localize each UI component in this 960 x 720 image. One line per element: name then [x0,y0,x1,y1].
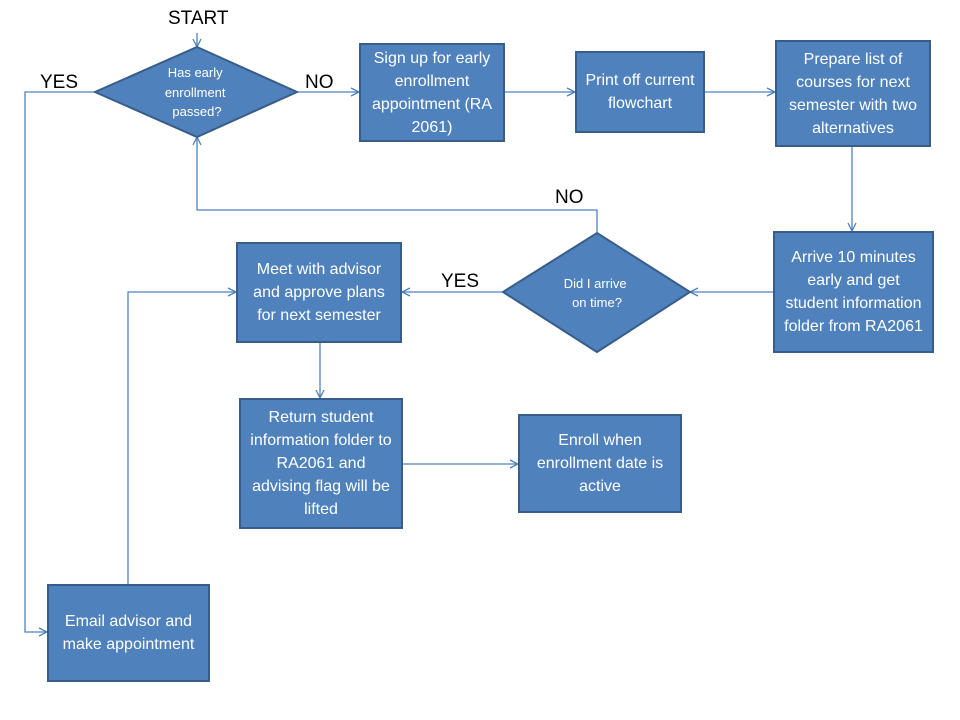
decision-ontime-line-2: on time? [572,295,622,310]
box-print-flowchart: Print off current flowchart [575,51,705,133]
box-return-folder: Return student information folder to RA2… [239,398,403,529]
yes-label-early: YES [40,72,79,93]
arrow-decision-yes-to-email [24,91,95,632]
arrow-email-to-meet [127,292,236,584]
box-enroll: Enroll when enrollment date is active [518,414,682,513]
decision-early-line-1: Has early [168,65,223,80]
no-label-early: NO [305,72,334,93]
box-email-advisor: Email advisor and make appointment [47,584,210,682]
arrow-ontime-no-loop [197,137,598,233]
yes-label-ontime: YES [441,271,480,292]
svg-text:Has early enrollment: Has early enrollment passed? [165,65,229,119]
decision-arrive-on-time: Did I arrive on time? [501,231,692,354]
decision-early-line-2: enrollment [165,85,226,100]
box-prepare-course-list: Prepare list of courses for next semeste… [775,40,931,147]
decision-ontime-line-1: Did I arrive [564,276,627,291]
no-label-ontime: NO [555,187,584,208]
start-label: START [168,8,229,29]
box-signup-appointment: Sign up for early enrollment appointment… [359,43,505,142]
decision-early-enrollment: Has early enrollment passed? [92,45,300,139]
box-arrive-early: Arrive 10 minutes early and get student … [773,231,934,353]
box-meet-advisor: Meet with advisor and approve plans for … [236,242,402,343]
decision-early-line-3: passed? [172,104,221,119]
svg-text:Did I arrive on time?: Did I arrive on time? [564,276,630,310]
